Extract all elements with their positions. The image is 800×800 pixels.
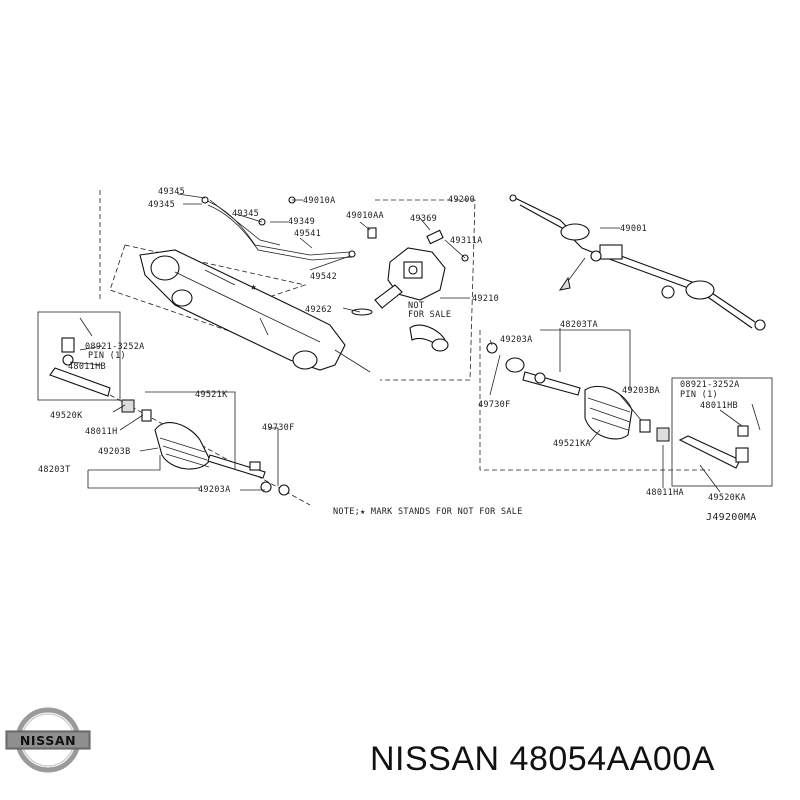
- label-49345-left: 49345: [148, 200, 175, 210]
- fluid-lines: [201, 196, 377, 261]
- label-49521K: 49521K: [195, 390, 228, 400]
- logo-text: NISSAN: [20, 733, 76, 748]
- label-49262: 49262: [305, 305, 332, 315]
- label-49203B: 49203B: [98, 447, 131, 457]
- label-48011HB-left: 48011HB: [68, 362, 106, 372]
- label-49520K: 49520K: [50, 411, 83, 421]
- label-49200: 49200: [448, 195, 475, 205]
- part-number-caption: NISSAN 48054AA00A: [370, 740, 715, 778]
- label-49730F-right: 49730F: [478, 400, 511, 410]
- leader-lines: [69, 193, 743, 493]
- label-49345-mid: 49345: [232, 209, 259, 219]
- label-for-sale: FOR SALE: [408, 310, 451, 320]
- left-tie-rod-section: [37, 311, 290, 496]
- label-49542: 49542: [310, 272, 337, 282]
- label-08921-3252A-right: 08921-3252A: [680, 380, 740, 390]
- label-49520KA: 49520KA: [708, 493, 746, 503]
- label-49010AA: 49010AA: [346, 211, 384, 221]
- diagram-code: J49200MA: [706, 512, 757, 523]
- label-49521KA: 49521KA: [553, 439, 591, 449]
- nissan-logo: NISSAN: [5, 707, 91, 773]
- label-49345-top: 49345: [158, 187, 185, 197]
- steering-rack-assembly: ★: [139, 249, 371, 373]
- part-labels: 49345 49010A 49200 49345 49345 49349 490…: [38, 187, 757, 523]
- right-tie-rod-section: [486, 342, 773, 487]
- label-49349: 49349: [288, 217, 315, 227]
- label-49369: 49369: [410, 214, 437, 224]
- label-48203T: 48203T: [38, 465, 71, 475]
- label-48011HB-right: 48011HB: [700, 401, 738, 411]
- note-text: NOTE;★ MARK STANDS FOR NOT FOR SALE: [333, 507, 523, 517]
- assembly-overview: [509, 194, 766, 331]
- valve-housing: [351, 229, 469, 352]
- label-49203BA: 49203BA: [622, 386, 660, 396]
- label-49311A: 49311A: [450, 236, 483, 246]
- label-pin-left: PIN (1): [88, 351, 126, 361]
- label-49203A-bottom: 49203A: [198, 485, 231, 495]
- not-for-sale-star: ★: [250, 280, 257, 293]
- label-49541: 49541: [294, 229, 321, 239]
- label-49730F-left: 49730F: [262, 423, 295, 433]
- label-48011H: 48011H: [85, 427, 118, 437]
- label-49210: 49210: [472, 294, 499, 304]
- label-49001: 49001: [620, 224, 647, 234]
- label-48203TA: 48203TA: [560, 320, 598, 330]
- label-not: NOT: [408, 301, 424, 311]
- label-48011HA: 48011HA: [646, 488, 684, 498]
- label-49010A: 49010A: [303, 196, 336, 206]
- label-49203A-top: 49203A: [500, 335, 533, 345]
- label-pin-right: PIN (1): [680, 390, 718, 400]
- label-08921-3252A-left: 08921-3252A: [85, 342, 145, 352]
